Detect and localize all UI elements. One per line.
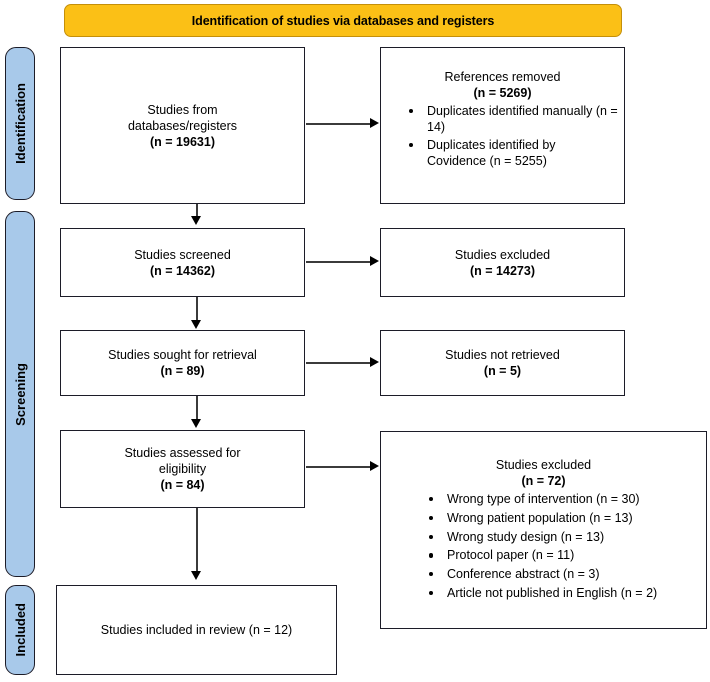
box-studies-excluded-eligibility-count: (n = 72) bbox=[521, 474, 566, 488]
box-studies-sought-title: Studies sought for retrieval bbox=[108, 348, 257, 362]
phase-rail-included: Included bbox=[5, 585, 35, 675]
box-studies-excluded-screening-count: (n = 14273) bbox=[470, 263, 535, 278]
box-studies-included: Studies included in review (n = 12) bbox=[56, 585, 337, 675]
connector-source-to-screened bbox=[196, 204, 198, 219]
arrowhead-screened-to-sought bbox=[191, 320, 202, 329]
connector-source-to-references-removed bbox=[306, 123, 372, 125]
arrowhead-screened-to-excluded bbox=[370, 256, 379, 266]
box-studies-excluded-eligibility: Studies excluded (n = 72) Wrong type of … bbox=[380, 431, 707, 629]
phase-rail-included-label: Included bbox=[12, 603, 28, 657]
box-references-removed-count: (n = 5269) bbox=[473, 86, 532, 100]
box-studies-sought-count: (n = 89) bbox=[160, 364, 205, 378]
box-identification-source-line2: databases/registers bbox=[127, 118, 238, 133]
phase-rail-identification: Identification bbox=[5, 47, 35, 200]
phase-rail-identification-label: Identification bbox=[12, 83, 28, 164]
box-references-removed-title: References removed bbox=[444, 70, 561, 84]
box-references-removed: References removed (n = 5269) Duplicates… bbox=[380, 47, 625, 204]
list-item: Protocol paper (n = 11) bbox=[429, 547, 700, 563]
connector-assessed-to-excluded bbox=[306, 466, 372, 468]
arrowhead-source-to-references-removed bbox=[370, 118, 379, 128]
box-identification-source: Studies from databases/registers (n = 19… bbox=[60, 47, 305, 204]
list-item: Wrong patient population (n = 13) bbox=[429, 510, 700, 526]
phase-rail-screening: Screening bbox=[5, 211, 35, 577]
connector-sought-to-not-retrieved bbox=[306, 362, 372, 364]
box-studies-included-count: (n = 12) bbox=[248, 623, 293, 637]
phase-banner-identification: Identification of studies via databases … bbox=[64, 4, 622, 37]
box-studies-excluded-eligibility-title: Studies excluded bbox=[495, 458, 592, 472]
box-studies-screened: Studies screened (n = 14362) bbox=[60, 228, 305, 297]
box-studies-included-text: Studies included in review (n = 12) bbox=[101, 622, 292, 638]
list-item: Duplicates identified manually (n = 14) bbox=[409, 103, 618, 136]
phase-rail-screening-label: Screening bbox=[12, 362, 28, 426]
box-studies-not-retrieved: Studies not retrieved (n = 5) bbox=[380, 330, 625, 396]
arrowhead-source-to-screened bbox=[191, 216, 202, 225]
connector-assessed-to-included bbox=[196, 508, 198, 574]
box-studies-excluded-screening: Studies excluded (n = 14273) bbox=[380, 228, 625, 297]
box-studies-assessed: Studies assessed for eligibility (n = 84… bbox=[60, 430, 305, 508]
box-studies-not-retrieved-count: (n = 5) bbox=[483, 364, 522, 378]
box-studies-assessed-count: (n = 84) bbox=[160, 478, 205, 492]
box-studies-screened-title: Studies screened bbox=[134, 247, 231, 262]
list-item: Wrong type of intervention (n = 30) bbox=[429, 491, 700, 507]
box-studies-not-retrieved-title: Studies not retrieved bbox=[445, 348, 560, 362]
list-item: Duplicates identified by Covidence (n = … bbox=[409, 137, 618, 170]
arrowhead-sought-to-assessed bbox=[191, 419, 202, 428]
box-identification-source-count: (n = 19631) bbox=[150, 134, 215, 149]
box-studies-included-text-plain: Studies included in review bbox=[100, 623, 249, 637]
connector-sought-to-assessed bbox=[196, 396, 198, 422]
connector-screened-to-sought bbox=[196, 297, 198, 323]
box-studies-assessed-line1: Studies assessed for bbox=[124, 446, 241, 460]
box-studies-assessed-line2: eligibility bbox=[158, 462, 207, 476]
arrowhead-sought-to-not-retrieved bbox=[370, 357, 379, 367]
connector-screened-to-excluded bbox=[306, 261, 372, 263]
list-item: Article not published in English (n = 2) bbox=[429, 585, 700, 601]
box-studies-sought: Studies sought for retrieval (n = 89) bbox=[60, 330, 305, 396]
arrowhead-assessed-to-excluded bbox=[370, 461, 379, 471]
box-studies-excluded-eligibility-bullet-list: Wrong type of intervention (n = 30) Wron… bbox=[387, 491, 700, 604]
box-references-removed-bullet-list: Duplicates identified manually (n = 14) … bbox=[387, 103, 618, 170]
list-item: Wrong study design (n = 13) bbox=[429, 529, 700, 545]
arrowhead-assessed-to-included bbox=[191, 571, 202, 580]
box-studies-screened-count: (n = 14362) bbox=[150, 263, 215, 278]
box-studies-excluded-screening-title: Studies excluded bbox=[454, 247, 551, 262]
list-item: Conference abstract (n = 3) bbox=[429, 566, 700, 582]
box-identification-source-line1: Studies from bbox=[147, 102, 218, 117]
